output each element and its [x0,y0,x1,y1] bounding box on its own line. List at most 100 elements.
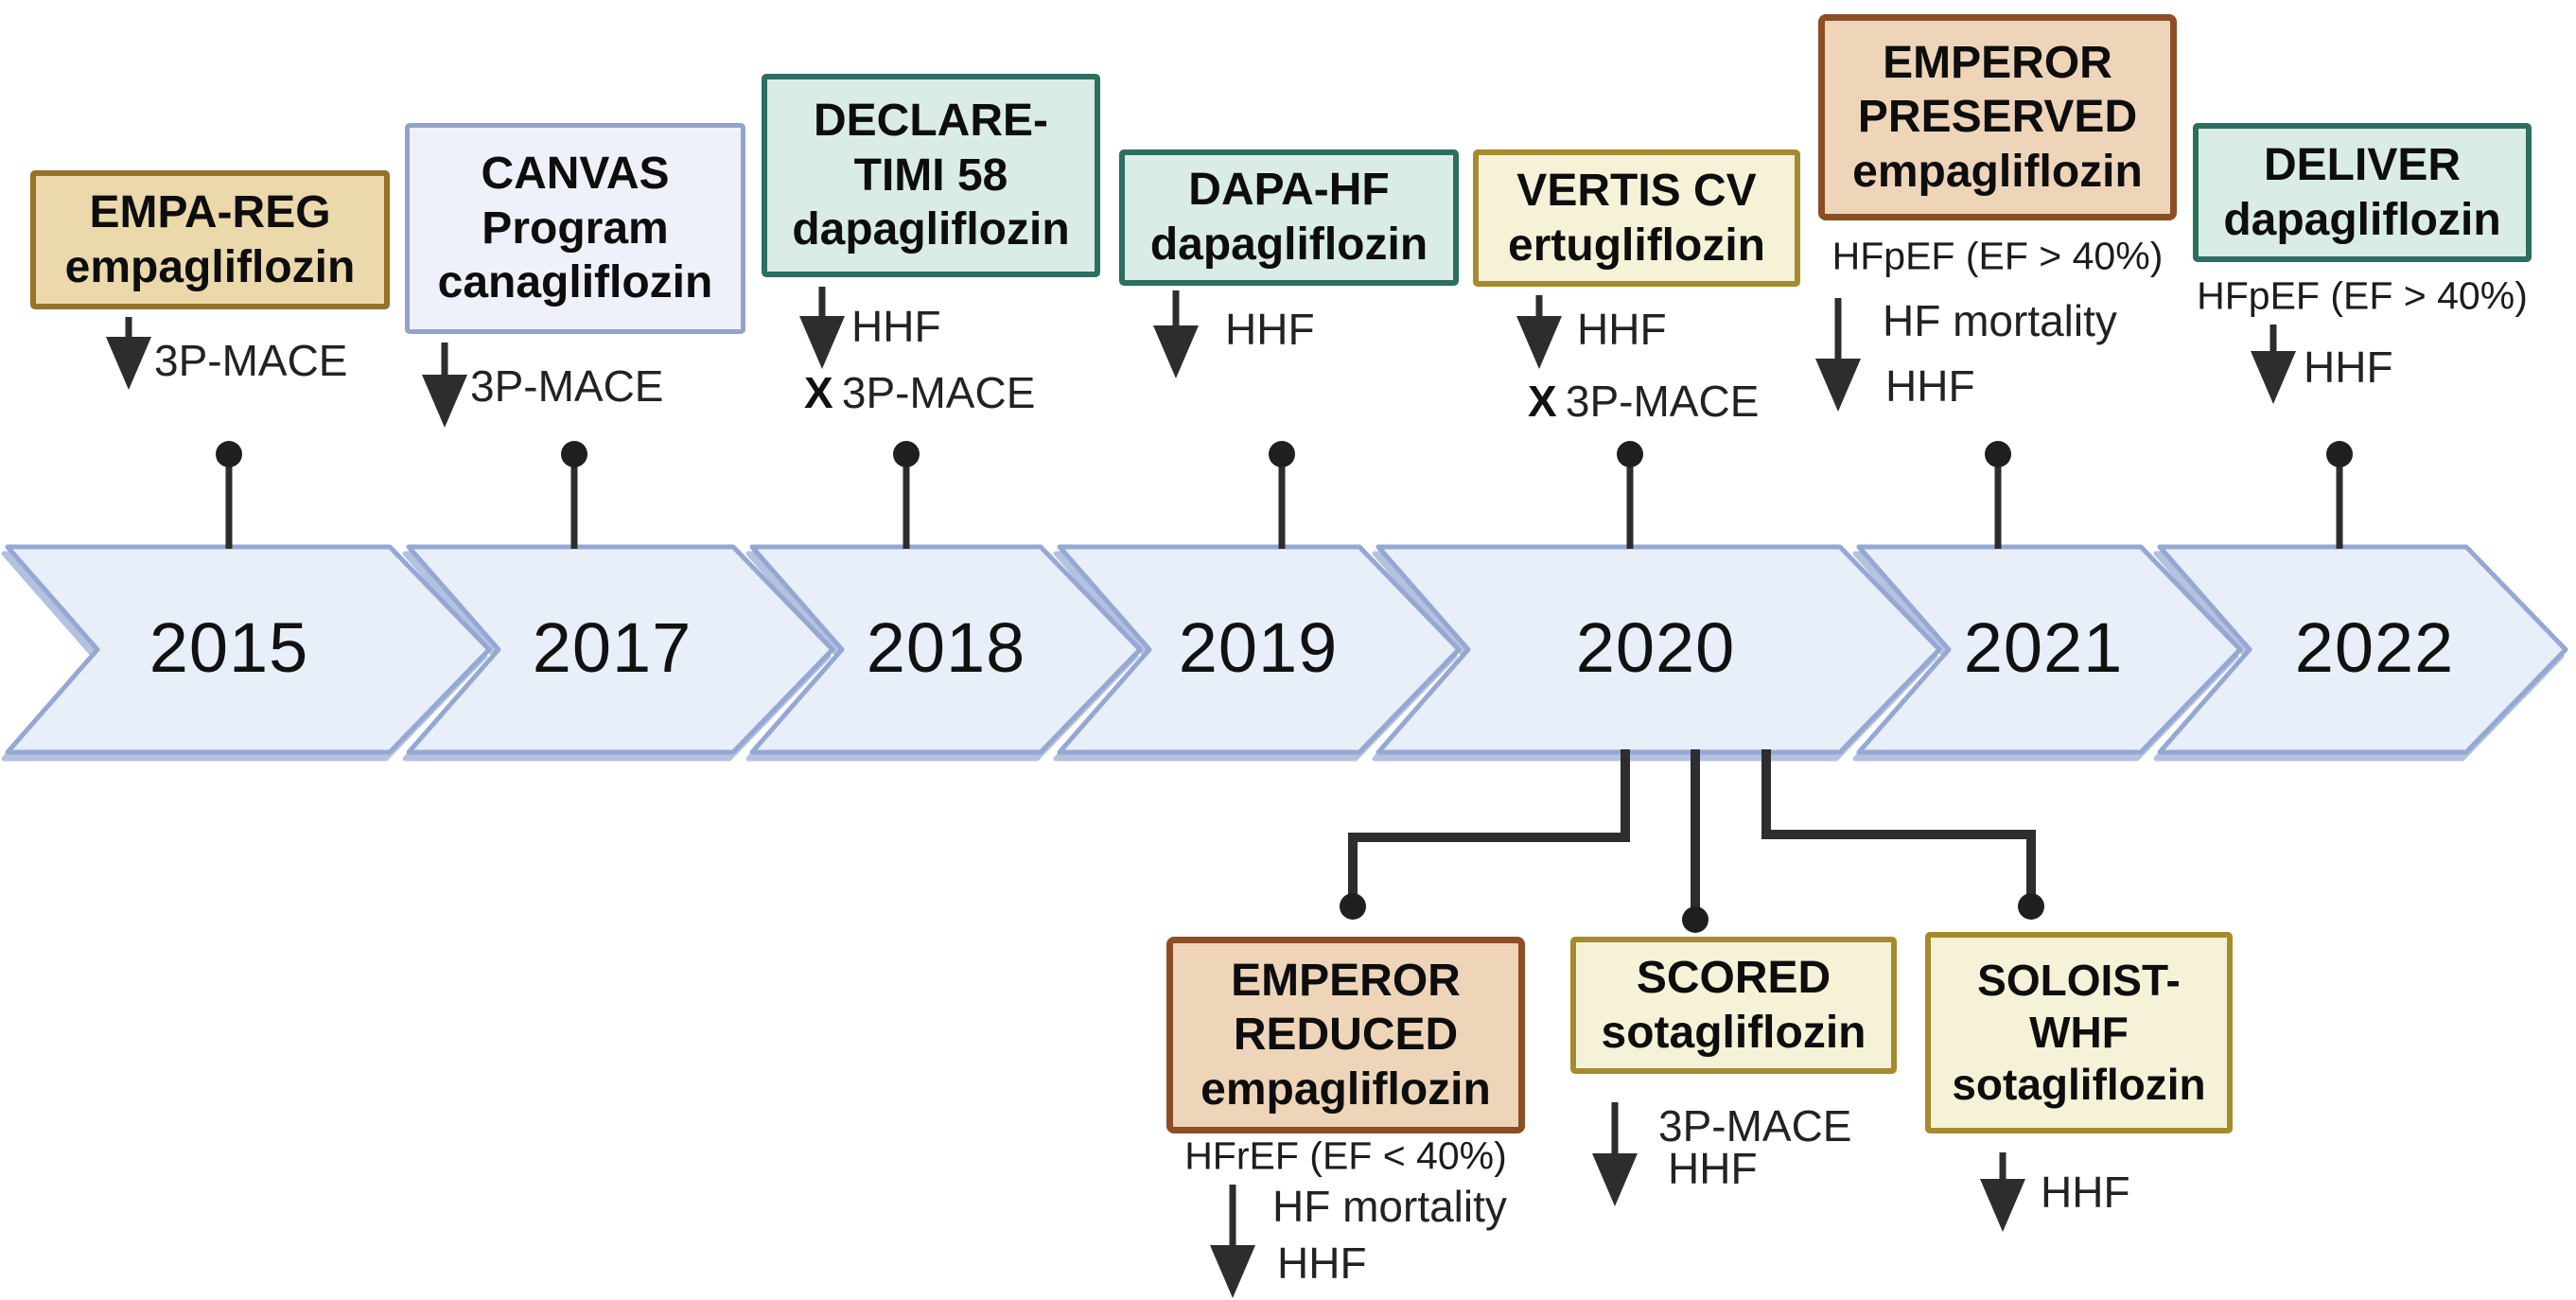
down-arrow-icon [1592,1102,1638,1206]
connector-dot [1340,893,1366,920]
outcome-label: HHF [1668,1143,1758,1193]
outcome-label: HHF [1577,304,1667,354]
trial-title-line: empagliflozin [1852,146,2143,197]
connector-stem-above [2326,441,2353,549]
year-label-2015: 2015 [149,607,309,687]
connector-stem-above [1617,441,1643,549]
connector-dot [1682,906,1709,933]
timeline-chevron-2020 [1376,544,1942,755]
year-label-2018: 2018 [866,607,1026,687]
down-arrow-icon [1980,1152,2025,1232]
connector-dot [1617,441,1643,467]
trial-title-line: VERTIS CV [1516,165,1757,216]
year-label-2021: 2021 [1963,607,2124,687]
timeline-chevron-2022 [2157,544,2568,755]
trial-box-empa-reg: EMPA-REG empagliflozin [30,170,390,309]
trial-title-line: dapagliflozin [1149,220,1428,270]
outcome-label: HHF [2041,1167,2130,1217]
timeline-chevron-2017 [406,544,835,755]
outcome-label: HHF [1885,360,1975,411]
trial-title-line: WHF [2029,1007,2129,1057]
outcome-label-no-effect: X 3P-MACE [1528,376,1759,427]
trial-title-line: SOLOIST- [1977,955,2181,1005]
trial-title-line: SCORED [1636,952,1831,1003]
outcome-label: HHF [1225,304,1315,354]
connector-dot [1269,441,1295,467]
trial-title-line: DELIVER [2263,139,2462,190]
connector-stem-above [216,441,242,549]
trial-box-dapa-hf: DAPA-HF dapagliflozin [1119,149,1459,286]
trial-box-deliver: DELIVER dapagliflozin [2193,123,2532,262]
population-subtitle: HFpEF (EF > 40%) [1831,234,2164,278]
trial-box-declare-timi-58: DECLARE- TIMI 58 dapagliflozin [762,74,1100,277]
outcome-label: 3P-MACE [1658,1100,1852,1151]
outcome-label: HHF [1277,1238,1367,1288]
down-arrow-icon [2251,325,2296,404]
population-subtitle: HFpEF (EF > 40%) [2197,273,2528,318]
trial-title-line: EMPA-REG [89,186,331,237]
connector-dot [893,441,920,467]
trial-title-line: sotagliflozin [1601,1007,1866,1058]
trial-title-line: CANVAS [481,149,670,200]
trial-title-line: TIMI 58 [853,149,1008,201]
trial-title-line: dapagliflozin [2223,194,2501,245]
timeline-chevron-2015 [5,544,492,755]
outcome-label: HHF [851,301,941,351]
trial-title-line: REDUCED [1233,1010,1459,1061]
timeline-chevron-2018 [749,544,1143,755]
trial-title-line: dapagliflozin [792,204,1070,255]
connector-dot [561,441,587,467]
down-arrow-icon [1210,1185,1255,1298]
x-mark: X [804,367,833,417]
trial-title-line: canagliflozin [437,257,713,308]
timeline-chevron-2021 [1856,544,2243,755]
outcome-label: 3P-MACE [841,367,1036,417]
down-arrow-icon [422,343,467,428]
trial-title-line: EMPEROR [1883,37,2112,88]
connector-stem-above [561,441,587,549]
trial-title-line: sotagliflozin [1952,1060,2206,1110]
year-label-2020: 2020 [1575,607,1736,687]
trial-box-emperor-preserved: EMPEROR PRESERVED empagliflozin [1818,14,2177,220]
outcome-label: 3P-MACE [1565,376,1760,426]
outcome-label: HHF [2304,342,2393,392]
outcome-label: 3P-MACE [470,360,664,411]
trial-title-line: DECLARE- [814,96,1048,147]
connector-elbow-below [1761,749,2044,920]
year-label-2022: 2022 [2294,607,2455,687]
outcome-label: HF mortality [1883,295,2117,345]
connector-dot [2018,893,2044,920]
year-label-2017: 2017 [532,607,692,687]
connector-stem-above [1269,441,1295,549]
connector-dot [1985,441,2011,467]
timeline-chevron-2019 [1057,544,1462,755]
connector-elbow-below [1340,749,1630,920]
outcome-label: HF mortality [1272,1181,1507,1231]
trial-title-line: DAPA-HF [1188,165,1390,216]
trial-box-canvas-program: CANVAS Program canagliflozin [405,123,745,334]
trial-title-line: empagliflozin [1200,1063,1491,1115]
population-subtitle: HFrEF (EF < 40%) [1184,1133,1507,1178]
trial-title-line: PRESERVED [1857,92,2138,143]
down-arrow-icon [106,317,151,390]
outcome-label-no-effect: X 3P-MACE [804,367,1035,418]
connector-stem-above [893,441,920,549]
down-arrow-icon [1516,295,1562,369]
trial-title-line: Program [482,202,669,254]
trial-box-scored: SCORED sotagliflozin [1570,937,1897,1074]
trial-title-line: empagliflozin [64,241,356,292]
trial-title-line: ertugliflozin [1508,220,1765,271]
outcome-label: 3P-MACE [154,335,348,385]
down-arrow-icon [1815,298,1861,412]
connector-stem-above [1985,441,2011,549]
connector-elbow-below [1682,749,1709,933]
timeline-chevron-band [5,544,2568,755]
trial-box-emperor-reduced: EMPEROR REDUCED empagliflozin [1166,937,1525,1133]
year-label-2019: 2019 [1178,607,1339,687]
down-arrow-icon [799,287,845,369]
connector-dot [216,441,242,467]
x-mark: X [1528,376,1557,426]
trial-title-line: EMPEROR [1231,955,1461,1006]
